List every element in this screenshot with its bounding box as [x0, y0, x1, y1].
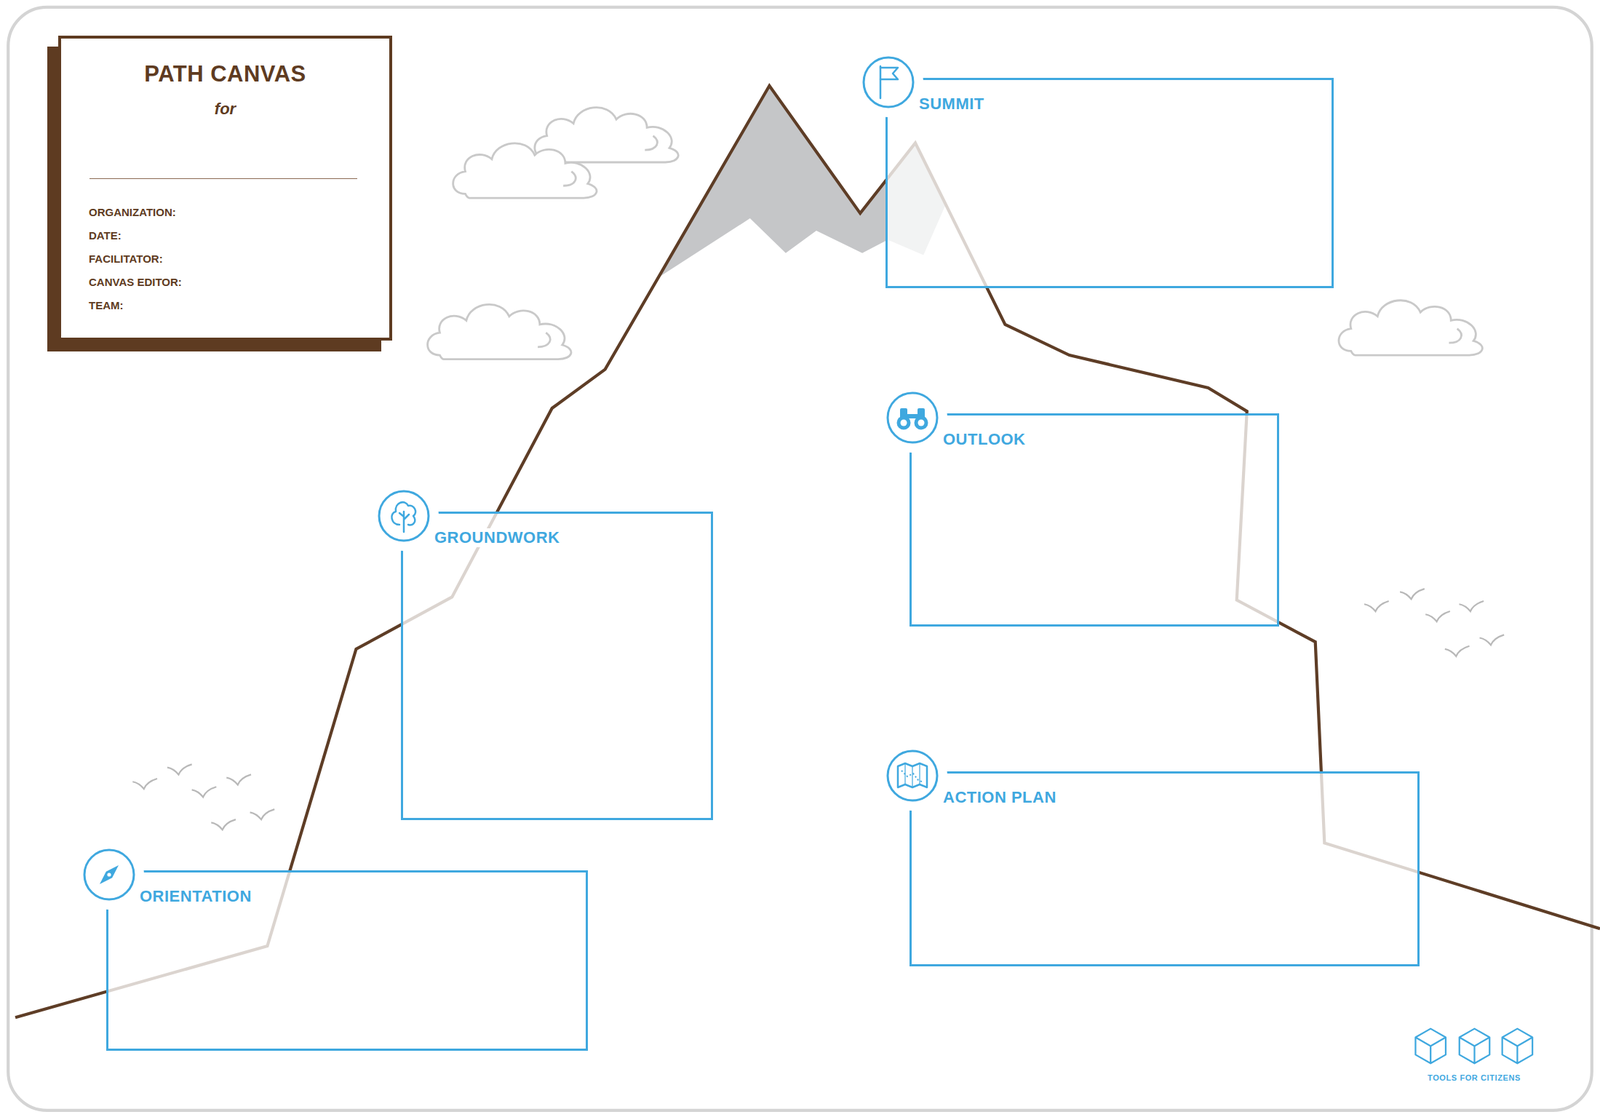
section-icon	[876, 381, 949, 455]
field-label: TEAM:	[88, 293, 124, 318]
field-label: ORGANIZATION:	[88, 200, 177, 225]
bird	[1479, 634, 1505, 645]
illustration-part	[887, 392, 938, 443]
illustration-part	[887, 750, 938, 801]
illustration-part	[877, 382, 948, 453]
illustration-part	[900, 419, 908, 427]
bird	[1364, 601, 1389, 612]
cloud	[1338, 300, 1483, 356]
bird	[167, 763, 193, 775]
illustration-part	[877, 740, 948, 811]
illustration-part	[914, 416, 929, 431]
section-heading: GROUNDWORK	[432, 528, 562, 548]
illustration-part	[905, 763, 920, 788]
logo-cube	[1502, 1028, 1534, 1064]
illustration-part	[907, 414, 918, 419]
illustration-part	[880, 67, 898, 80]
section-icon	[852, 45, 925, 119]
bird	[1425, 611, 1451, 622]
illustration-part	[84, 849, 134, 900]
illustration-part	[74, 839, 145, 910]
illustration-part	[897, 763, 927, 788]
section-box: GROUNDWORK	[400, 511, 714, 821]
canvas-title: PATH CANVAS	[144, 60, 307, 88]
rule-line	[89, 178, 358, 179]
brand-logo	[1415, 1028, 1533, 1064]
field-label: FACILITATOR:	[88, 247, 163, 271]
section-box: ACTION PLAN	[909, 771, 1420, 967]
section-box: SUMMIT	[885, 77, 1334, 289]
bird	[226, 774, 252, 785]
illustration-part	[918, 419, 925, 427]
illustration-part	[897, 416, 911, 431]
illustration-part	[399, 511, 409, 532]
illustration-part	[853, 47, 924, 118]
illustration-part	[863, 57, 914, 107]
bird	[1445, 646, 1470, 657]
section-heading: ACTION PLAN	[940, 787, 1059, 807]
label-holder: TOOLS FOR CITIZENS	[1427, 1072, 1521, 1083]
section-box: ORIENTATION	[106, 870, 588, 1051]
section-box: OUTLOOK	[909, 413, 1280, 627]
header-card: PATH CANVAS forORGANIZATION:DATE:FACILITA…	[58, 35, 393, 341]
illustration-part	[879, 66, 882, 99]
canvas-subtitle: for	[214, 99, 236, 119]
bird	[1399, 588, 1425, 599]
illustration-part	[368, 480, 439, 551]
bird	[211, 819, 236, 830]
bird	[192, 786, 217, 797]
illustration-group	[8, 7, 1600, 1111]
sheet-border	[8, 7, 1592, 1111]
logo-cube	[1415, 1028, 1446, 1064]
field-label: CANVAS EDITOR:	[88, 270, 182, 294]
cloud	[453, 143, 597, 198]
illustration-part	[901, 770, 924, 783]
bird	[250, 809, 276, 820]
section-icon	[876, 739, 949, 813]
illustration-part	[379, 491, 429, 541]
illustration-part	[106, 872, 111, 877]
cloud	[427, 304, 572, 359]
section-icon	[367, 479, 441, 553]
section-heading: OUTLOOK	[940, 430, 1029, 449]
logo-cube	[1459, 1028, 1491, 1064]
illustration-part	[99, 865, 119, 885]
section-heading: ORIENTATION	[137, 886, 254, 906]
bird	[132, 778, 158, 789]
field-label: DATE:	[88, 224, 122, 248]
section-icon	[72, 838, 146, 911]
brand-name: TOOLS FOR CITIZENS	[1427, 1072, 1521, 1083]
bird	[1458, 601, 1484, 612]
section-heading: SUMMIT	[916, 94, 987, 114]
